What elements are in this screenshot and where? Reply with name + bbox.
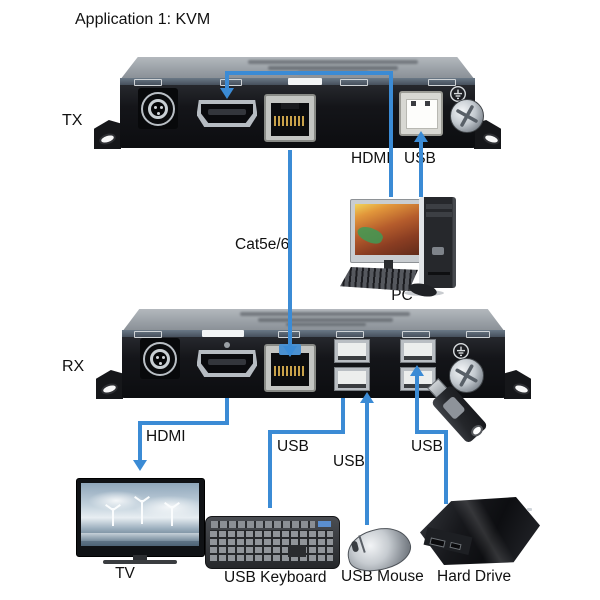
usb-line-mouse [365, 403, 369, 525]
hdmi-connection-label: HDMI [351, 150, 391, 167]
keyboard-label: USB Keyboard [224, 569, 327, 586]
arrow-up-icon [360, 392, 374, 403]
cat5-connection-label: Cat5e/6 [235, 236, 290, 253]
keyboard-indicator-light [318, 521, 331, 527]
tv-stand [103, 560, 177, 564]
usb-line-tx [419, 142, 423, 197]
arrow-up-icon [414, 131, 428, 142]
keyboard-keys [210, 530, 333, 561]
rx-label: RX [62, 358, 85, 375]
rx-top-print [240, 312, 410, 316]
mouse-label: USB Mouse [341, 568, 424, 585]
tx-label: TX [62, 112, 83, 129]
pc-keyboard [340, 267, 418, 291]
usb-connection-label: USB [277, 438, 309, 455]
arrow-down-icon [283, 346, 297, 357]
arrow-down-icon [133, 460, 147, 471]
usb-line-keyboard [341, 398, 345, 434]
screw-cross-icon [455, 364, 478, 387]
hdmi-line-tx [225, 71, 393, 75]
hard-drive-label: Hard Drive [437, 568, 512, 585]
cat5-line [288, 150, 292, 346]
usb-connection-label: USB [411, 438, 443, 455]
hdmi-line-rx [225, 398, 229, 425]
hard-drive-led [527, 508, 532, 511]
diagram-title: Application 1: KVM [75, 11, 211, 28]
tv-label: TV [115, 565, 135, 582]
rx-front-lip [122, 330, 505, 337]
usb-line-harddrive [415, 376, 419, 434]
hdmi-connection-label: HDMI [146, 428, 186, 445]
screw-cross-icon [456, 105, 478, 127]
usb-connection-label: USB [333, 453, 365, 470]
arrow-down-icon [220, 88, 234, 99]
tx-top-print [248, 60, 418, 64]
arrow-up-icon [410, 365, 424, 376]
